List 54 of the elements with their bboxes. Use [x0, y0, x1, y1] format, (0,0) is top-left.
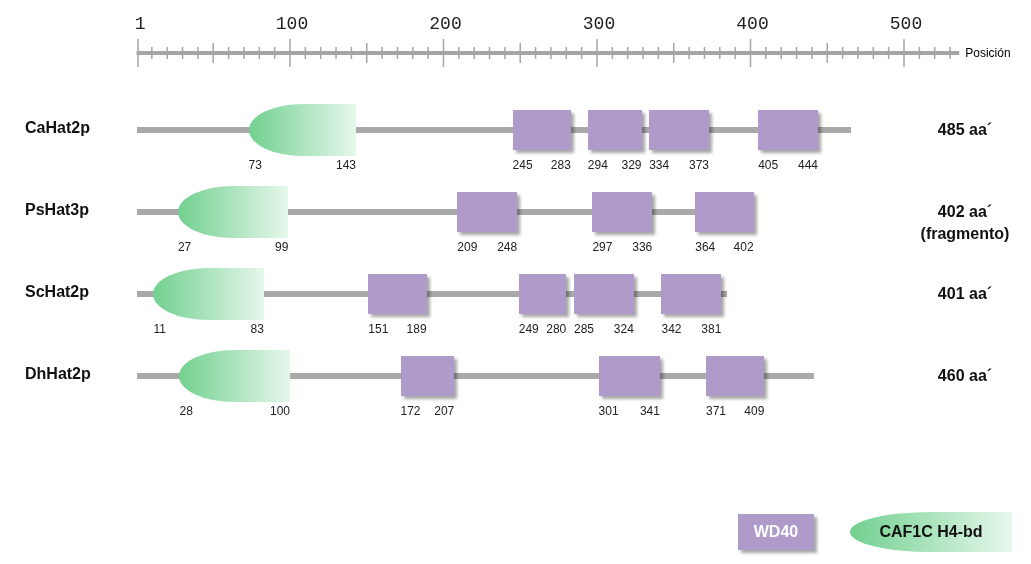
position-number: 402 — [733, 240, 754, 254]
position-number: 373 — [689, 158, 710, 172]
position-number: 409 — [744, 404, 765, 418]
scale-number: 1 — [134, 14, 146, 34]
protein-name: ScHat2p — [25, 283, 90, 301]
position-number: 405 — [758, 158, 779, 172]
position-number: 172 — [400, 404, 421, 418]
protein-length: 402 aa´ — [936, 202, 994, 222]
position-number: 249 — [518, 322, 539, 336]
position-number: 99 — [275, 240, 289, 254]
position-number: 280 — [546, 322, 567, 336]
position-number: 151 — [368, 322, 389, 336]
position-number: 334 — [649, 158, 670, 172]
legend-caf1c-sample: CAF1C H4-bd — [850, 512, 1012, 552]
scale-number: 500 — [889, 14, 923, 34]
position-number: 143 — [335, 158, 356, 172]
position-number: 248 — [497, 240, 518, 254]
position-number: 245 — [512, 158, 533, 172]
position-number: 207 — [434, 404, 455, 418]
scale-number: 400 — [736, 14, 769, 34]
position-number: 83 — [250, 322, 264, 336]
position-number: 371 — [706, 404, 726, 418]
position-number: 27 — [177, 240, 192, 254]
position-number: 28 — [179, 404, 193, 418]
position-number: 301 — [598, 404, 619, 418]
position-number: 324 — [613, 322, 634, 336]
position-number: 336 — [632, 240, 653, 254]
note: (fragmento) — [919, 224, 1011, 244]
protein-name: CaHat2p — [25, 119, 90, 137]
legend-wd40-sample: WD40 — [738, 514, 814, 550]
position-number: 294 — [587, 158, 608, 172]
protein-length: 460 aa´ — [936, 366, 994, 386]
position-number: 209 — [457, 240, 478, 254]
scale-number: 200 — [429, 14, 462, 34]
position-number: 329 — [621, 158, 642, 172]
axis-label: Posición — [965, 46, 1011, 60]
position-number: 11 — [153, 322, 166, 336]
position-number: 381 — [701, 322, 722, 336]
position-number: 342 — [661, 322, 682, 336]
scale-number: 300 — [582, 14, 616, 34]
position-number: 341 — [639, 404, 660, 418]
position-number: 73 — [248, 158, 262, 172]
protein-name: PsHat3p — [25, 201, 90, 219]
protein-length: 401 aa´ — [936, 284, 994, 304]
position-number: 297 — [592, 240, 613, 254]
protein-name: DhHat2p — [25, 365, 91, 383]
position-number: 285 — [573, 322, 594, 336]
protein-length: 485 aa´ — [936, 120, 994, 140]
position-number: 444 — [798, 158, 819, 172]
position-number: 364 — [695, 240, 716, 254]
position-number: 189 — [406, 322, 427, 336]
position-number: 100 — [269, 404, 290, 418]
position-number: 283 — [550, 158, 571, 172]
scale-number: 100 — [275, 14, 309, 34]
